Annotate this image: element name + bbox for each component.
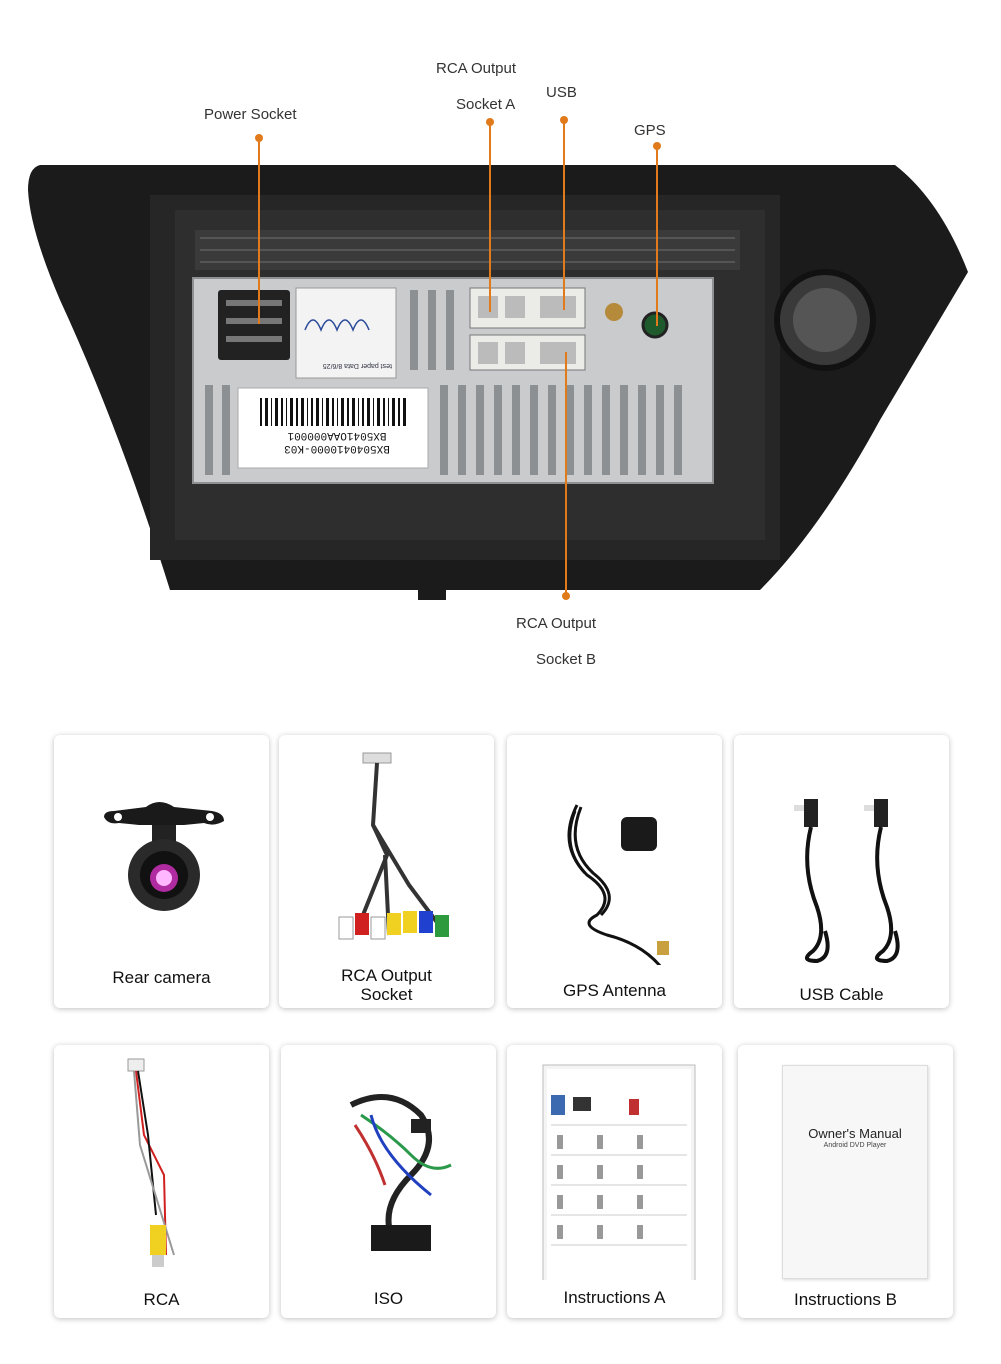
accessory-label: GPS Antenna — [562, 981, 667, 1000]
instruction-sheet-icon — [542, 1064, 696, 1280]
test-paper-sticker: test paper Data 8/6/25 — [322, 362, 392, 369]
accessory-card-rca-output-socket: RCA Output Socket — [279, 735, 494, 1008]
accessory-card-rear-camera: Rear camera — [54, 735, 269, 1008]
accessory-label: RCA — [143, 1290, 180, 1309]
rca-b-label-line-1: RCA Output — [516, 615, 597, 632]
rca-a-label-line-1: RCA Output — [436, 60, 517, 77]
accessory-label: Rear camera — [112, 968, 211, 987]
iso-harness-icon — [349, 1094, 452, 1251]
accessory-card-rca: RCA — [54, 1045, 269, 1318]
accessory-label: ISO — [373, 1289, 404, 1308]
gps-dot — [653, 142, 661, 150]
usb-cable-icon — [794, 799, 900, 964]
rca-cable-icon — [338, 752, 449, 940]
barcode-line-2: BX5041OAA000001 — [287, 429, 387, 441]
camera-icon — [104, 802, 224, 911]
rca-b-label-line-2: Socket B — [536, 651, 597, 668]
rca-b-lead — [565, 352, 567, 595]
accessory-card-usb-cable: USB Cable — [734, 735, 949, 1008]
gps-antenna-icon — [567, 804, 669, 965]
gps-lead — [656, 146, 658, 326]
gps-label: GPS — [634, 122, 666, 139]
head-unit-diagram: BX5040410000-K03 BX5041OAA000001 test pa… — [28, 60, 968, 668]
usb-lead — [563, 120, 565, 310]
barcode-text: BX5040410000-K03 BX5041OAA000001 — [252, 428, 422, 454]
manual-title: Owner's Manual — [808, 1126, 902, 1141]
accessory-label: Instructions B — [794, 1290, 897, 1309]
accessory-card-iso: ISO — [281, 1045, 496, 1318]
accessory-card-instructions-b: Owner's Manual Android DVD Player Instru… — [738, 1045, 953, 1318]
accessory-label: USB Cable — [799, 985, 884, 1004]
accessory-card-gps-antenna: GPS Antenna — [507, 735, 722, 1008]
rca-a-lead — [489, 122, 491, 312]
rca-b-dot — [562, 592, 570, 600]
accessory-label: RCA Output Socket — [341, 966, 432, 1004]
power-socket-dot — [255, 134, 263, 142]
rca-a-dot — [486, 118, 494, 126]
manual-subtitle: Android DVD Player — [823, 1142, 887, 1149]
barcode-line-1: BX5040410000-K03 — [284, 442, 390, 454]
accessory-label: Instructions A — [563, 1288, 666, 1307]
rca-a-label-line-2: Socket A — [456, 96, 516, 113]
power-socket-lead — [258, 138, 260, 324]
manual-icon: Owner's Manual Android DVD Player — [782, 1065, 928, 1279]
head-unit-rear-image — [28, 165, 968, 600]
usb-dot — [560, 116, 568, 124]
power-socket-label: Power Socket — [204, 106, 297, 123]
accessory-card-instructions-a: Instructions A — [507, 1045, 722, 1318]
usb-label: USB — [546, 84, 577, 101]
rca-wire-icon — [127, 1058, 175, 1267]
